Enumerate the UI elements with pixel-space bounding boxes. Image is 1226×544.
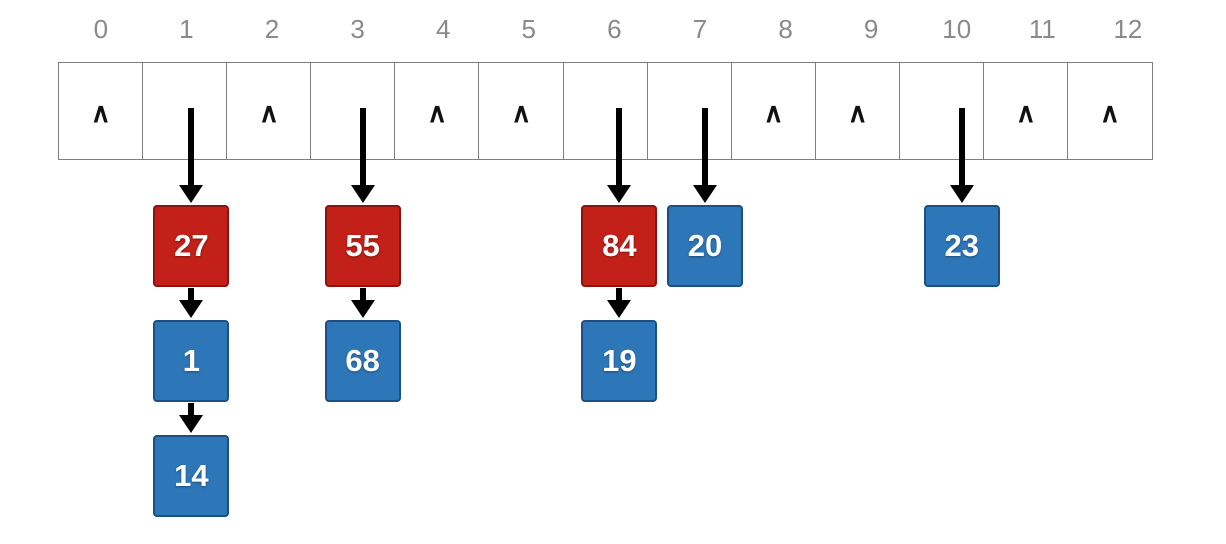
index-label-0: 0 bbox=[93, 14, 109, 44]
arrow-head bbox=[607, 185, 632, 203]
bucket-pointer-arrow-icon bbox=[607, 108, 632, 203]
arrow-shaft bbox=[616, 288, 623, 304]
null-marker: ∧ bbox=[847, 97, 868, 128]
index-label-4: 4 bbox=[435, 14, 451, 44]
chain-node: 84 bbox=[581, 205, 658, 287]
chain-node: 68 bbox=[324, 320, 401, 402]
chain-link-arrow-icon bbox=[350, 288, 375, 318]
bucket-cell-9: ∧ bbox=[814, 62, 901, 160]
index-label-8: 8 bbox=[778, 14, 793, 44]
null-marker: ∧ bbox=[763, 97, 784, 128]
bucket-cell-3 bbox=[310, 62, 396, 160]
arrow-shaft bbox=[188, 288, 195, 304]
arrow-head bbox=[693, 185, 717, 203]
bucket-cell-2: ∧ bbox=[226, 62, 312, 160]
index-label-3: 3 bbox=[350, 14, 365, 44]
node-value: 68 bbox=[345, 343, 380, 378]
chain-node: 55 bbox=[324, 205, 401, 287]
index-label-9: 9 bbox=[863, 14, 879, 44]
node-value: 1 bbox=[182, 343, 201, 378]
null-marker: ∧ bbox=[1015, 97, 1036, 128]
bucket-cell-1 bbox=[142, 62, 228, 160]
bucket-array: ∧ ∧ ∧ ∧ ∧ ∧ ∧ ∧ bbox=[58, 62, 1153, 160]
chain-node: 19 bbox=[581, 320, 658, 402]
node-value: 27 bbox=[174, 228, 209, 263]
chain-node: 14 bbox=[153, 435, 230, 517]
arrow-shaft bbox=[616, 108, 623, 189]
bucket-cell-7 bbox=[646, 62, 733, 160]
index-label-12: 12 bbox=[1113, 14, 1143, 44]
arrow-head bbox=[179, 300, 204, 318]
bucket-pointer-arrow-icon bbox=[350, 108, 375, 203]
bucket-pointer-arrow-icon bbox=[693, 108, 717, 203]
arrow-head bbox=[179, 185, 204, 203]
chain-link-arrow-icon bbox=[179, 403, 204, 433]
null-marker: ∧ bbox=[1100, 97, 1120, 128]
node-value: 19 bbox=[602, 343, 637, 378]
chain-node: 23 bbox=[923, 205, 1000, 287]
arrow-shaft bbox=[702, 108, 708, 189]
node-value: 84 bbox=[602, 228, 637, 263]
arrow-head bbox=[350, 300, 375, 318]
arrow-head bbox=[179, 415, 204, 433]
index-label-6: 6 bbox=[607, 14, 622, 44]
bucket-cell-11: ∧ bbox=[983, 62, 1069, 160]
chain-node: 1 bbox=[153, 320, 230, 402]
bucket-cell-8: ∧ bbox=[730, 62, 817, 160]
null-marker: ∧ bbox=[511, 97, 532, 128]
null-marker: ∧ bbox=[90, 97, 111, 128]
index-label-2: 2 bbox=[264, 14, 280, 44]
bucket-cell-6 bbox=[562, 62, 649, 160]
chain-link-arrow-icon bbox=[179, 288, 204, 318]
chain-node: 27 bbox=[153, 205, 230, 287]
null-marker: ∧ bbox=[427, 97, 448, 128]
bucket-cell-0: ∧ bbox=[58, 62, 144, 160]
node-value: 23 bbox=[944, 228, 980, 263]
arrow-shaft bbox=[188, 108, 195, 189]
chain-link-arrow-icon bbox=[607, 288, 632, 318]
index-label-5: 5 bbox=[521, 14, 536, 44]
bucket-cell-5: ∧ bbox=[478, 62, 565, 160]
arrow-shaft bbox=[188, 403, 195, 419]
bucket-cell-12: ∧ bbox=[1067, 62, 1153, 160]
node-value: 14 bbox=[174, 458, 209, 493]
arrow-shaft bbox=[958, 108, 965, 189]
index-label-1: 1 bbox=[179, 14, 194, 44]
arrow-shaft bbox=[359, 288, 366, 304]
arrow-shaft bbox=[359, 108, 366, 189]
arrow-head bbox=[949, 185, 974, 203]
chain-node: 20 bbox=[667, 205, 743, 287]
bucket-cell-4: ∧ bbox=[394, 62, 480, 160]
arrow-head bbox=[607, 300, 632, 318]
null-marker: ∧ bbox=[259, 97, 279, 128]
node-value: 20 bbox=[687, 228, 723, 263]
index-label-11: 11 bbox=[1028, 14, 1056, 44]
index-label-10: 10 bbox=[942, 14, 972, 44]
bucket-pointer-arrow-icon bbox=[949, 108, 974, 203]
node-value: 55 bbox=[345, 228, 380, 263]
bucket-cell-10 bbox=[898, 62, 985, 160]
bucket-pointer-arrow-icon bbox=[179, 108, 204, 203]
index-label-7: 7 bbox=[692, 14, 708, 44]
arrow-head bbox=[350, 185, 375, 203]
